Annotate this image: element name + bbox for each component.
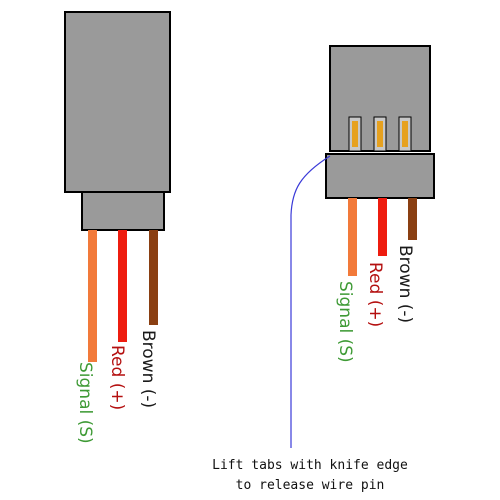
left-housing-body — [64, 11, 171, 193]
annotation-line-2: to release wire pin — [236, 478, 385, 493]
right-pin-3 — [398, 116, 412, 152]
right-housing-bottom — [325, 153, 435, 199]
leader-line — [290, 155, 331, 448]
left-label-signal: Signal (S) — [75, 362, 95, 444]
right-wire-red — [378, 198, 387, 256]
left-connector: Signal (S) Red (+) Brown (-) — [64, 11, 171, 444]
left-wire-signal — [88, 230, 97, 362]
left-wire-red — [118, 230, 127, 342]
right-wire-brown — [408, 198, 417, 240]
left-label-red: Red (+) — [107, 345, 127, 410]
right-label-red: Red (+) — [365, 262, 385, 327]
left-label-brown: Brown (-) — [138, 330, 158, 408]
right-wire-signal — [348, 198, 357, 276]
left-housing-neck — [81, 191, 165, 231]
right-pin-2 — [373, 116, 387, 152]
right-connector: Signal (S) Red (+) Brown (-) — [325, 45, 435, 363]
right-label-brown: Brown (-) — [395, 245, 415, 323]
right-pin-1 — [348, 116, 362, 152]
annotation-line-1: Lift tabs with knife edge — [212, 458, 408, 473]
left-wire-brown — [149, 230, 158, 325]
right-label-signal: Signal (S) — [335, 281, 355, 363]
